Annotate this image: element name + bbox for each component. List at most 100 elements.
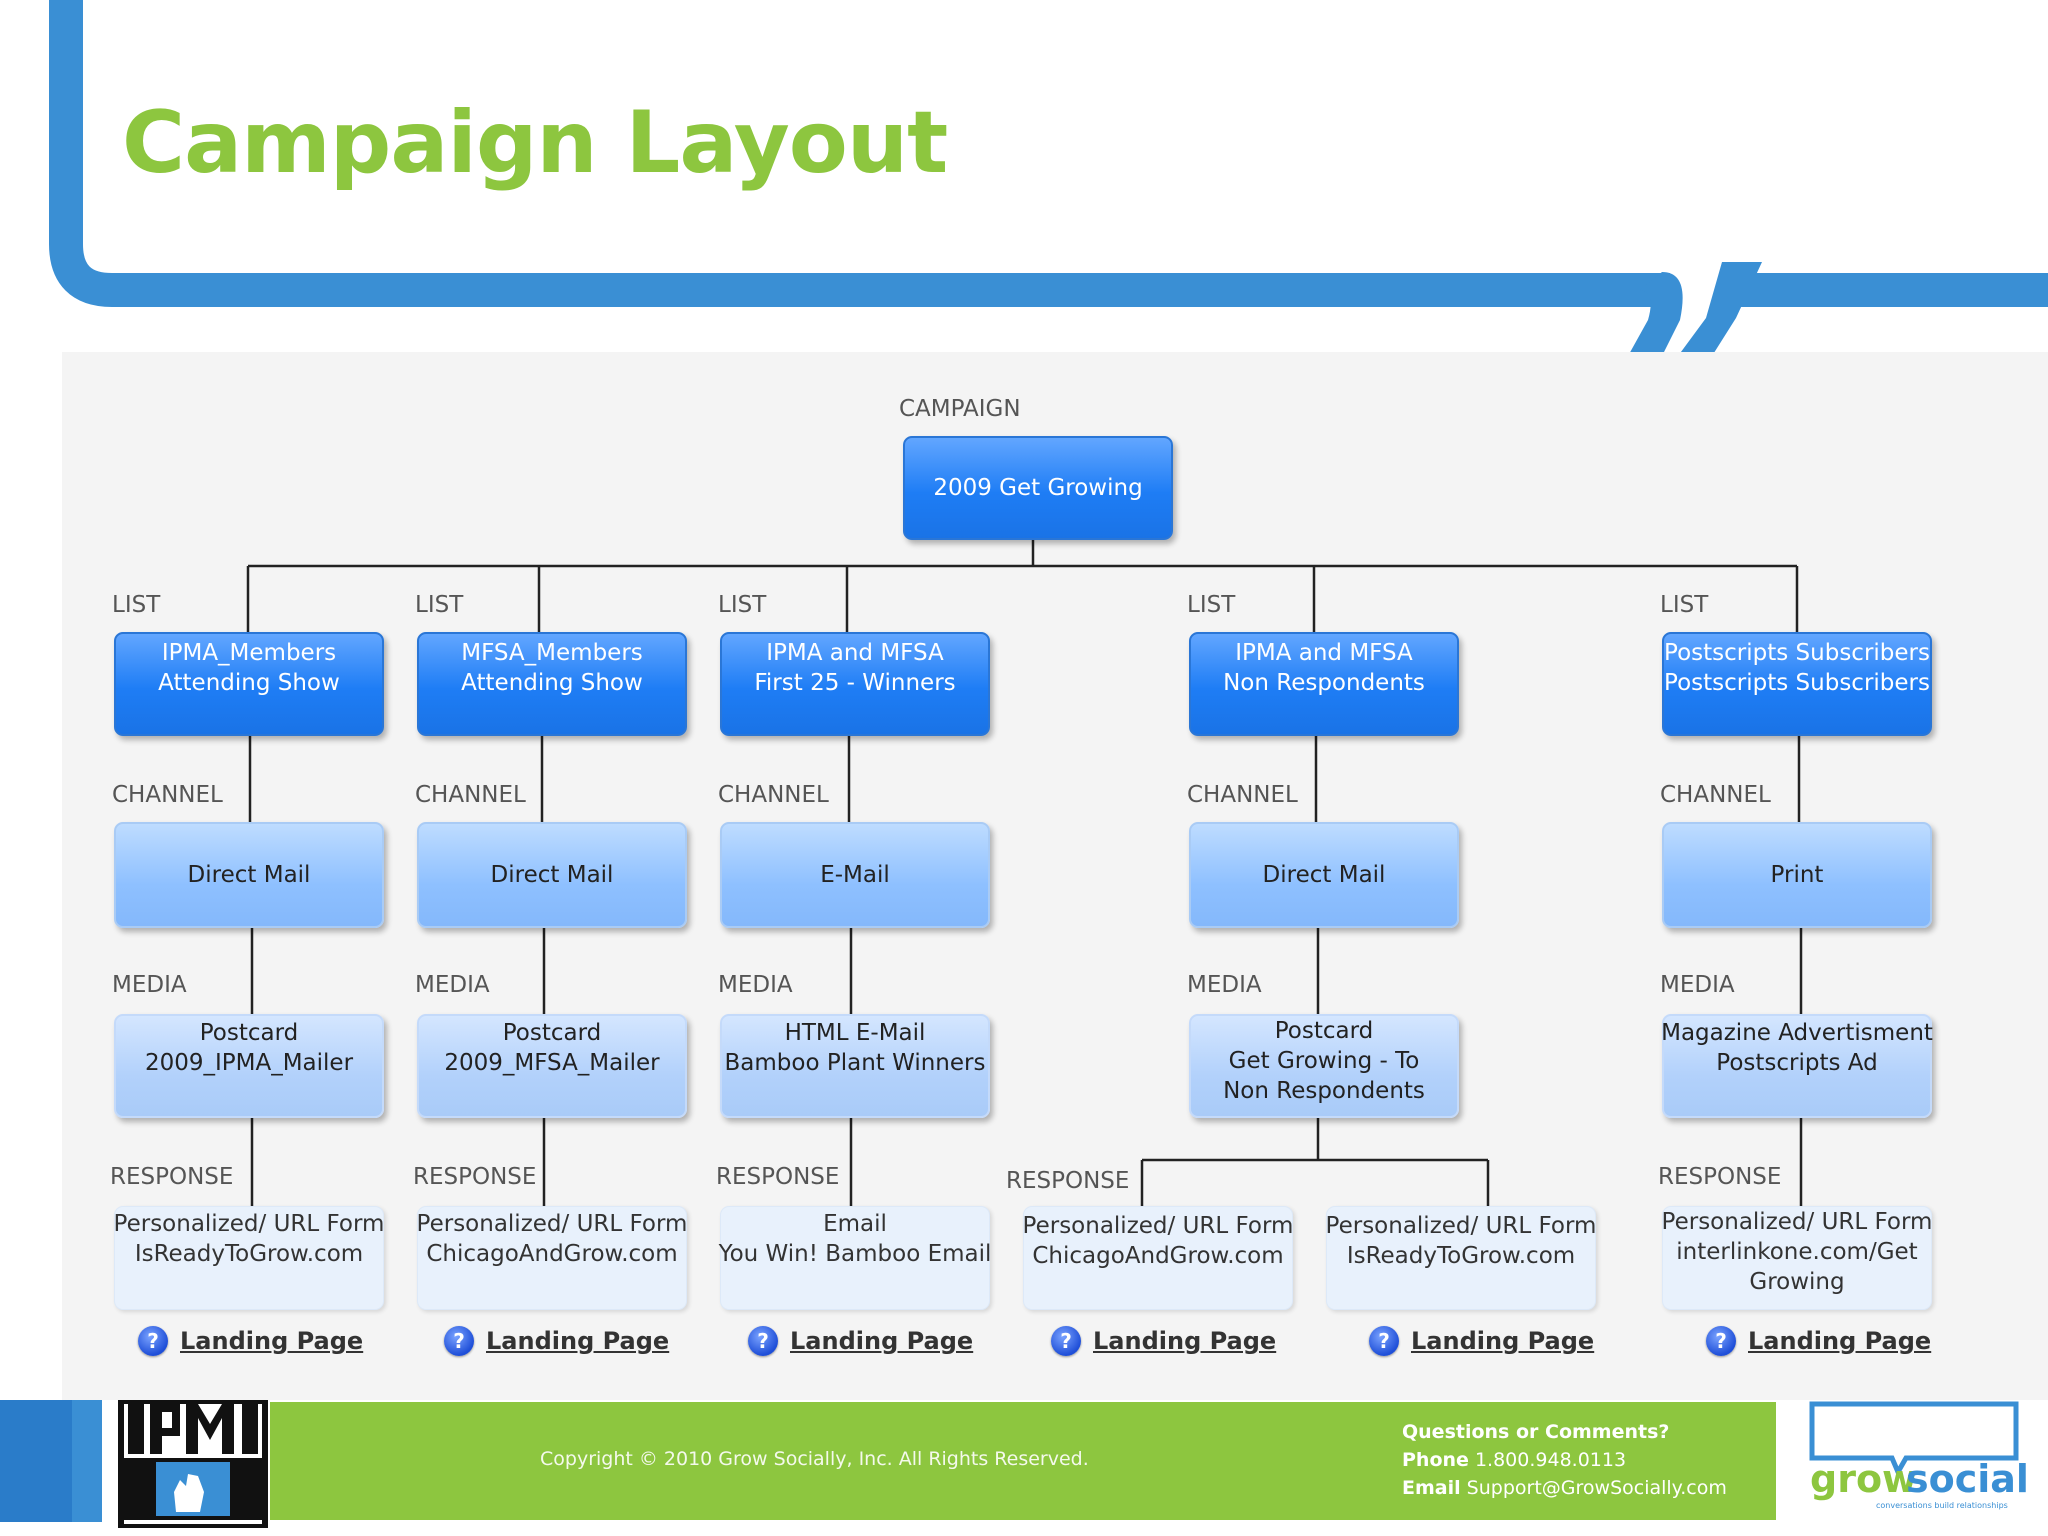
response-node-line: IsReadyToGrow.com (134, 1241, 364, 1267)
media-node-line: Bamboo Plant Winners (724, 1050, 986, 1076)
page-title: Campaign Layout (122, 93, 948, 193)
media-node-line: Postcard (502, 1020, 602, 1046)
list-node: IPMA_Members Attending Show (114, 632, 384, 736)
response-node: Email You Win! Bamboo Email (718, 1206, 992, 1310)
channel-node-text: E-Mail (820, 862, 890, 888)
landing-page-label: Landing Page (180, 1327, 364, 1355)
media-node-line: Magazine Advertisment (1661, 1020, 1933, 1046)
media-node: HTML E-Mail Bamboo Plant Winners (720, 1014, 990, 1118)
response-node-line: IsReadyToGrow.com (1346, 1243, 1576, 1269)
landing-page-link[interactable]: ? Landing Page (138, 1326, 363, 1356)
response-level-label: RESPONSE (1658, 1164, 1782, 1190)
response-node: Personalized/ URL Form ChicagoAndGrow.co… (417, 1206, 687, 1310)
list-node-line: IPMA and MFSA (766, 640, 944, 666)
list-node-line: MFSA_Members (461, 640, 643, 666)
media-node-line: Non Respondents (1223, 1078, 1425, 1104)
response-level-label: RESPONSE (1006, 1168, 1130, 1194)
list-node-line: Postscripts Subscribers (1664, 640, 1930, 666)
media-node-line: 2009_MFSA_Mailer (444, 1050, 660, 1076)
media-node-line: 2009_IPMA_Mailer (144, 1050, 354, 1076)
channel-level-label: CHANNEL (718, 782, 829, 808)
response-node-line: Growing (1749, 1269, 1845, 1295)
response-node: Personalized/ URL Form ChicagoAndGrow.co… (1023, 1206, 1293, 1310)
list-level-label: LIST (112, 592, 161, 618)
media-level-label: MEDIA (1660, 972, 1735, 998)
gs-logo-tagline: conversations build relationships (1876, 1501, 2008, 1510)
media-node: Postcard Get Growing - To Non Respondent… (1189, 1014, 1459, 1118)
campaign-level-label: CAMPAIGN (899, 396, 1021, 422)
response-node-line: ChicagoAndGrow.com (426, 1241, 678, 1267)
help-icon: ? (1706, 1326, 1736, 1356)
list-node-line: Attending Show (158, 670, 340, 696)
media-node-line: Postscripts Ad (1716, 1050, 1878, 1076)
gs-logo-grow: grow (1810, 1457, 1917, 1501)
landing-page-label: Landing Page (486, 1327, 670, 1355)
media-node-line: Postcard (1274, 1018, 1374, 1044)
copyright-text: Copyright © 2010 Grow Socially, Inc. All… (540, 1448, 1089, 1470)
media-level-label: MEDIA (718, 972, 793, 998)
response-level-label: RESPONSE (110, 1164, 234, 1190)
landing-page-label: Landing Page (790, 1327, 974, 1355)
grow-socially-logo: grow socially conversations build relati… (1809, 1401, 2026, 1510)
response-node-line: Personalized/ URL Form (416, 1211, 688, 1237)
email-address[interactable]: Support@GrowSocially.com (1466, 1477, 1727, 1499)
bubble-tail (1628, 272, 1683, 356)
response-node-line: Personalized/ URL Form (1325, 1213, 1597, 1239)
media-level-label: MEDIA (112, 972, 187, 998)
media-node-line: HTML E-Mail (784, 1020, 926, 1046)
campaign-node: 2009 Get Growing (903, 436, 1173, 540)
phone-number: 1.800.948.0113 (1474, 1449, 1627, 1471)
channel-node-text: Direct Mail (1262, 862, 1386, 888)
channel-level-label: CHANNEL (415, 782, 526, 808)
response-node-line: Personalized/ URL Form (1022, 1213, 1294, 1239)
response-level-label: RESPONSE (413, 1164, 537, 1190)
response-node-line: ChicagoAndGrow.com (1032, 1243, 1284, 1269)
channel-level-label: CHANNEL (1660, 782, 1771, 808)
media-level-label: MEDIA (1187, 972, 1262, 998)
list-node-line: Non Respondents (1223, 670, 1425, 696)
help-icon: ? (444, 1326, 474, 1356)
landing-page-label: Landing Page (1093, 1327, 1277, 1355)
questions-heading: Questions or Comments? (1402, 1421, 1670, 1443)
channel-node: Print (1662, 822, 1932, 928)
help-icon: ? (1369, 1326, 1399, 1356)
channel-node-text: Direct Mail (490, 862, 614, 888)
list-level-label: LIST (415, 592, 464, 618)
response-node-line: interlinkone.com/Get (1676, 1239, 1918, 1265)
list-level-label: LIST (1660, 592, 1709, 618)
response-node-line: You Win! Bamboo Email (718, 1241, 992, 1267)
help-icon: ? (1051, 1326, 1081, 1356)
footer-bar (270, 1402, 1776, 1520)
list-node-line: Attending Show (461, 670, 643, 696)
media-node-line: Get Growing - To (1228, 1048, 1420, 1074)
response-node-line: Personalized/ URL Form (1661, 1209, 1933, 1235)
landing-page-link[interactable]: ? Landing Page (748, 1326, 973, 1356)
channel-node-text: Print (1770, 862, 1824, 888)
channel-level-label: CHANNEL (1187, 782, 1298, 808)
landing-page-link[interactable]: ? Landing Page (1369, 1326, 1594, 1356)
list-node-line: First 25 - Winners (754, 670, 956, 696)
channel-level-label: CHANNEL (112, 782, 223, 808)
list-level-label: LIST (1187, 592, 1236, 618)
help-icon: ? (138, 1326, 168, 1356)
landing-page-link[interactable]: ? Landing Page (1706, 1326, 1931, 1356)
response-node-line: Personalized/ URL Form (113, 1211, 385, 1237)
list-node: IPMA and MFSA Non Respondents (1189, 632, 1459, 736)
list-node: MFSA_Members Attending Show (417, 632, 687, 736)
contact-block: Questions or Comments? Phone 1.800.948.0… (1402, 1418, 1727, 1502)
landing-page-label: Landing Page (1411, 1327, 1595, 1355)
media-node-line: Postcard (199, 1020, 299, 1046)
response-node: Personalized/ URL Form IsReadyToGrow.com (1326, 1206, 1596, 1310)
title-frame (49, 0, 2048, 356)
help-icon: ? (748, 1326, 778, 1356)
response-node: Personalized/ URL Form interlinkone.com/… (1662, 1206, 1932, 1310)
michigan-shape-icon (174, 1474, 204, 1512)
landing-page-link[interactable]: ? Landing Page (444, 1326, 669, 1356)
campaign-name: 2009 Get Growing (933, 475, 1143, 501)
phone-label: Phone (1402, 1449, 1469, 1471)
list-node-line: IPMA and MFSA (1235, 640, 1413, 666)
email-label: Email (1402, 1477, 1461, 1499)
list-level-label: LIST (718, 592, 767, 618)
landing-page-link[interactable]: ? Landing Page (1051, 1326, 1276, 1356)
